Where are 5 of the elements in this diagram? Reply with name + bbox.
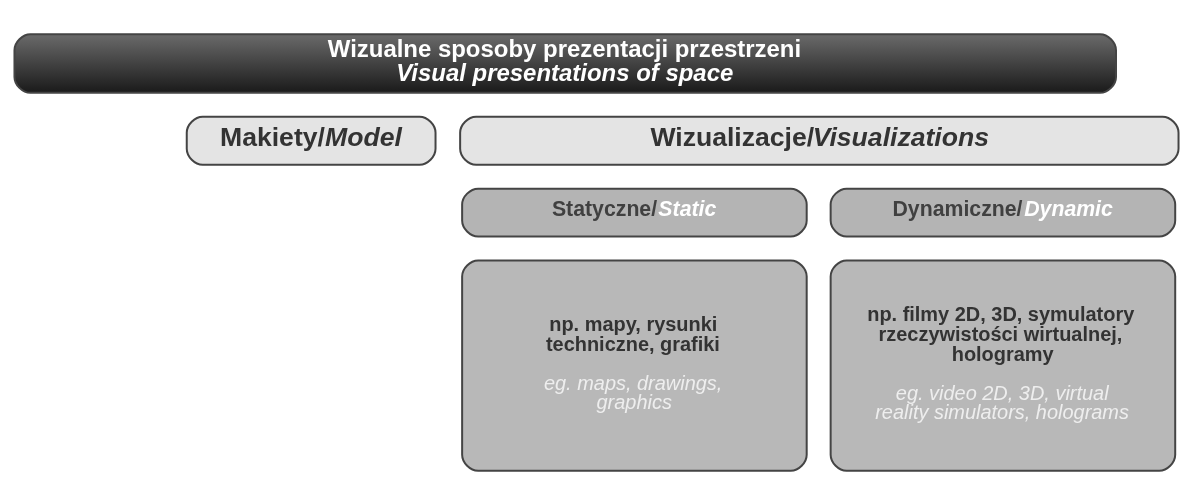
node-box: Dynamiczne/Dynamic [829, 187, 1177, 238]
node-box: Makiety/Model [185, 115, 437, 166]
node-box: Wizualne sposoby prezentacji przestrzeni Visual presentations of space [13, 32, 1117, 94]
node-box: Wizualizacje/Visualizations [459, 115, 1180, 166]
node-box: Statyczne/Static [461, 187, 808, 238]
